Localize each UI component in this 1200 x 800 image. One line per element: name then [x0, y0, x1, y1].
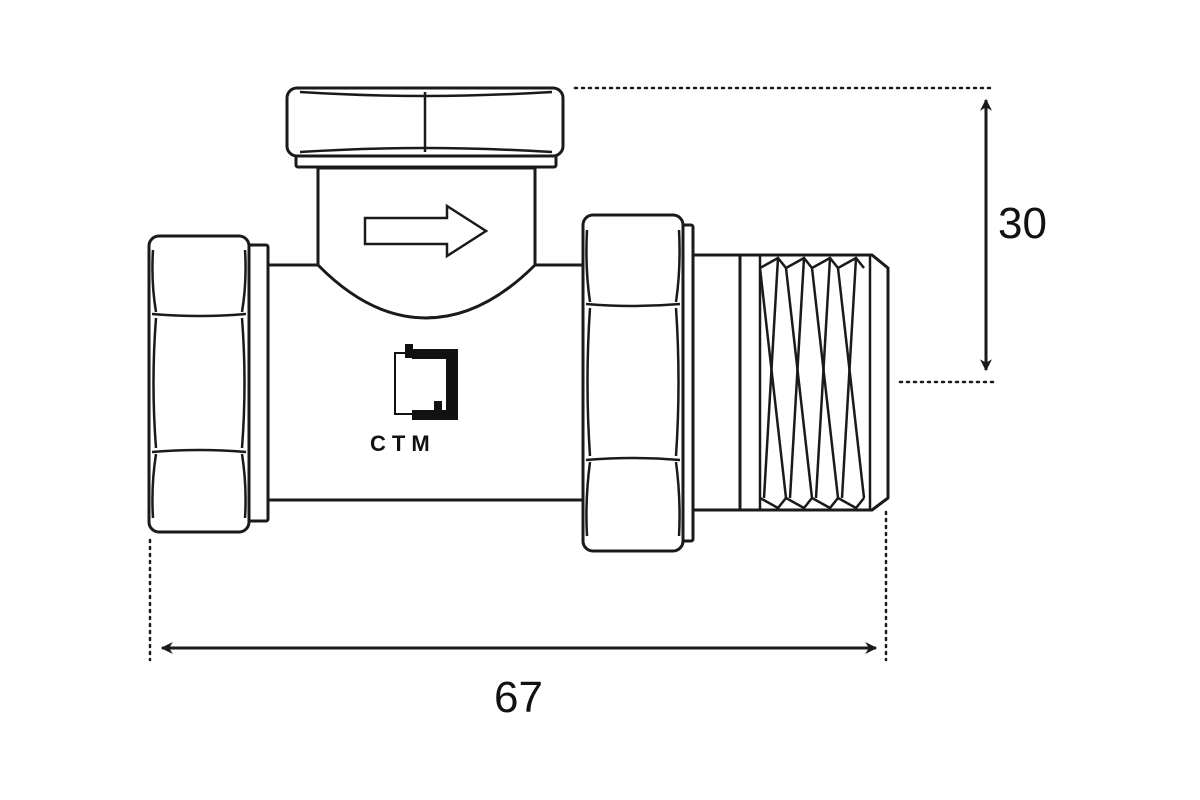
- right-hex-nut: [581, 213, 695, 553]
- left-hex-nut: [147, 234, 270, 534]
- length-dimension-label: 67: [494, 673, 543, 722]
- height-dimension-label: 30: [998, 199, 1047, 248]
- valve-body: [266, 263, 586, 502]
- arrow-right-icon: [363, 203, 489, 259]
- threaded-end: [691, 253, 890, 512]
- ctm-logo-icon: [394, 344, 458, 420]
- logo-text: CTM: [370, 431, 436, 456]
- height-dimension: [573, 86, 997, 384]
- top-cap-nut: [285, 86, 565, 169]
- length-dimension: [148, 510, 888, 662]
